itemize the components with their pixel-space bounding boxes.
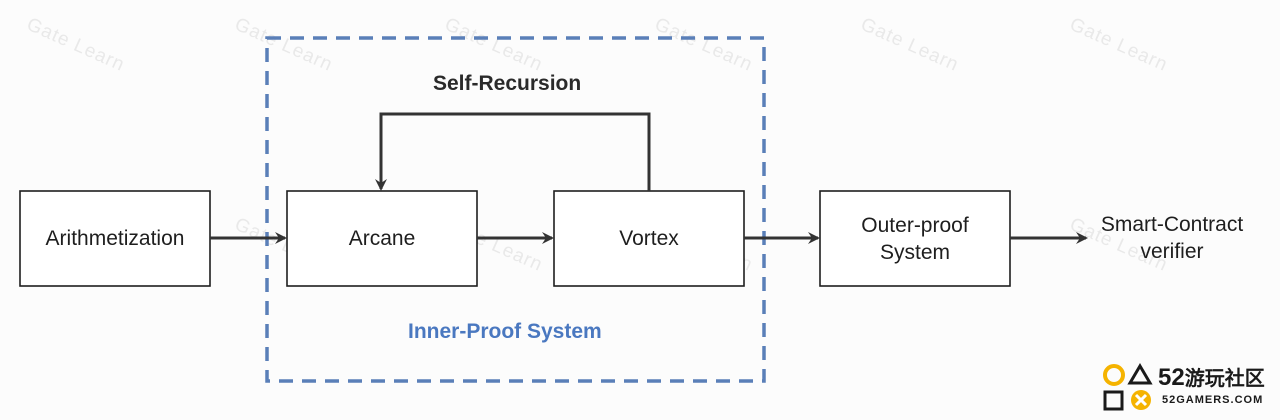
verifier-label: Smart-Contract verifier: [1100, 213, 1244, 263]
inner-proof-label: Inner-Proof System: [408, 320, 602, 343]
arcane-box: [286, 190, 478, 287]
arcane-label: Arcane: [348, 227, 416, 250]
self-recursion-label: Self-Recursion: [433, 72, 582, 95]
playstation-shapes-icon: [1103, 363, 1153, 411]
logo-number: 52: [1158, 364, 1185, 391]
site-logo: 52游玩社区 52GAMERS.COM: [1100, 362, 1276, 414]
vortex-label: Vortex: [619, 227, 679, 250]
self-recursion-arrow: [375, 112, 651, 191]
logo-title: 52游玩社区: [1158, 362, 1265, 392]
logo-domain: 52GAMERS.COM: [1162, 394, 1264, 406]
arithmetization-label: Arithmetization: [45, 227, 185, 250]
outer-proof-label: Outer-proof System: [861, 213, 969, 264]
inner-proof-group-border: [265, 36, 766, 383]
logo-name: 游玩社区: [1184, 368, 1265, 390]
arithmetization-box: [19, 190, 211, 287]
